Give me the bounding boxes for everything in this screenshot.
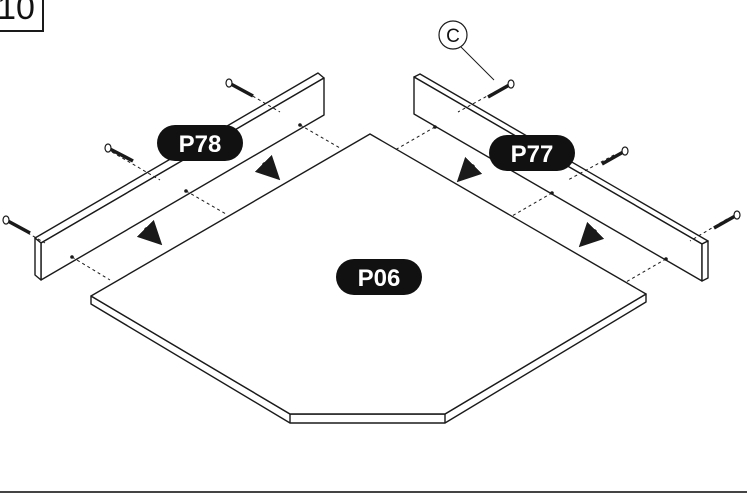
step-number-box: 10: [0, 0, 44, 32]
screw-icon: [713, 210, 741, 230]
part-label-p77: P77: [489, 135, 575, 171]
bottom-divider: [0, 491, 747, 493]
screw-icon: [104, 143, 134, 163]
screw-icon: [2, 215, 31, 235]
screw-icon: [225, 78, 254, 98]
direction-arrows: [136, 154, 605, 248]
arrow-icon: [456, 156, 483, 183]
hardware-label: C: [446, 26, 460, 47]
svg-text:P77: P77: [511, 141, 554, 168]
part-label-p06: P06: [336, 259, 422, 295]
svg-text:P78: P78: [179, 131, 222, 158]
arrow-icon: [136, 219, 163, 246]
arrow-icon: [578, 221, 605, 248]
screw-icon: [601, 146, 629, 166]
arrow-icon: [254, 154, 281, 181]
svg-text:P06: P06: [358, 265, 401, 292]
step-number: 10: [0, 0, 35, 27]
screws: [2, 78, 741, 235]
hardware-callout: C: [438, 20, 495, 81]
part-label-p78: P78: [157, 125, 243, 161]
screw-icon: [487, 79, 515, 99]
